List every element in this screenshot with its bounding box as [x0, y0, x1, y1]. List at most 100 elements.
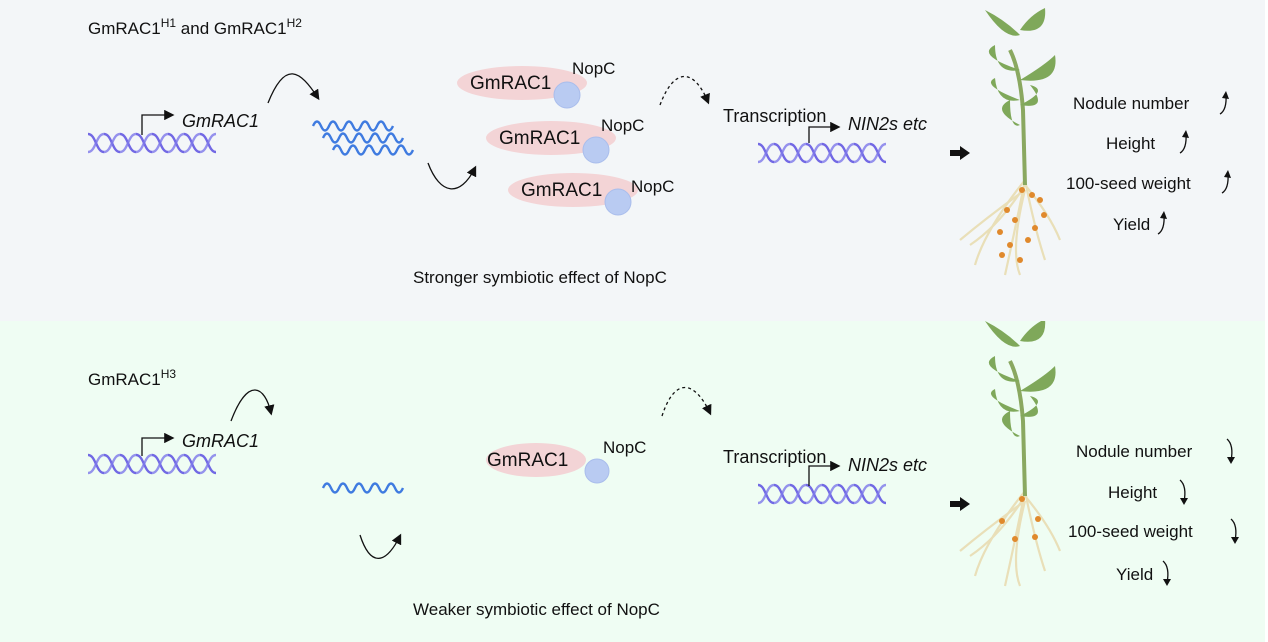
target-gene-label: NIN2s etc	[848, 455, 928, 475]
top-diagram-graphics	[87, 8, 1231, 276]
title-sup-h3: H3	[160, 367, 177, 381]
panel-title-h1-h2: GmRAC1H1 and GmRAC1H2	[88, 17, 302, 38]
trait-label: Height	[1106, 134, 1156, 153]
trait-label: Yield	[1116, 565, 1154, 584]
nodule	[1032, 534, 1038, 540]
nodule	[1041, 212, 1047, 218]
nodule	[1032, 225, 1038, 231]
trait-arrows-down	[1162, 438, 1239, 586]
nodule	[1012, 217, 1018, 223]
title-and-gene: and GmRAC1	[176, 19, 287, 38]
soybean-plant-stunted	[959, 321, 1062, 587]
arrowhead-icon	[1160, 211, 1167, 219]
block-arrow-right	[950, 146, 970, 160]
partner-label: NopC	[572, 59, 616, 78]
nodule	[1025, 237, 1031, 243]
arrowhead-icon	[1227, 457, 1235, 464]
mrna-strand	[311, 120, 395, 132]
leaf	[1020, 366, 1056, 392]
nodule	[999, 518, 1005, 524]
nodule	[1012, 536, 1018, 542]
nodule	[997, 229, 1003, 235]
activation-arrow-dashed	[661, 386, 712, 417]
leaf	[1020, 321, 1046, 342]
title-sup-h1: H1	[160, 16, 177, 30]
trait-label: Nodule number	[1073, 94, 1190, 113]
translation-arrow	[359, 533, 402, 560]
transcription-arrow	[267, 73, 320, 104]
root	[1024, 495, 1062, 552]
arrowhead-icon	[1182, 130, 1189, 138]
trait-label: Nodule number	[1076, 442, 1193, 461]
effect-caption: Weaker symbiotic effect of NopC	[413, 600, 660, 619]
mrna-strand	[321, 482, 405, 494]
protein-complex	[508, 173, 638, 216]
protein-label: GmRAC1	[521, 180, 603, 201]
leaf	[1020, 55, 1056, 81]
protein-complex	[486, 443, 610, 484]
trait-label: 100-seed weight	[1068, 522, 1193, 541]
mrna-single	[321, 482, 405, 494]
trait-label: Yield	[1113, 215, 1151, 234]
leaf	[1002, 411, 1020, 437]
dna-helix-gene	[87, 453, 217, 475]
title-gene: GmRAC1	[88, 19, 161, 38]
panel-haplotypes-h1-h2: GmRAC1H1 and GmRAC1H2	[0, 0, 1265, 321]
nodule	[1019, 496, 1025, 502]
activation-arrow-dashed	[659, 75, 710, 106]
transcription-label: Transcription	[723, 447, 827, 467]
target-gene-label: NIN2s etc	[848, 114, 928, 134]
mrna-strand	[321, 132, 405, 144]
leaf	[988, 45, 1020, 71]
trait-arrows-up	[1157, 91, 1231, 235]
nodule	[1004, 207, 1010, 213]
protein-label: GmRAC1	[470, 73, 552, 94]
arrowhead-icon	[1163, 579, 1171, 586]
leaf	[1020, 85, 1038, 106]
soybean-plant-healthy	[959, 8, 1062, 276]
transcription-label: Transcription	[723, 106, 827, 126]
nodule	[1017, 257, 1023, 263]
protein-complex	[486, 121, 616, 164]
panel-title-h3: GmRAC1H3	[88, 368, 176, 389]
dna-helix-target	[757, 483, 887, 505]
leaf	[1020, 8, 1046, 31]
nodule	[1007, 242, 1013, 248]
stem	[1008, 49, 1027, 186]
partner-label: NopC	[631, 177, 675, 196]
protein-complex	[457, 66, 587, 109]
title-gene: GmRAC1	[88, 370, 161, 389]
promoter-arrow-target	[808, 460, 841, 486]
gene-label: GmRAC1	[182, 431, 260, 451]
leaf	[988, 356, 1020, 382]
leaf	[990, 389, 1020, 412]
leaf	[985, 321, 1020, 347]
root	[959, 189, 1026, 241]
effect-caption: Stronger symbiotic effect of NopC	[413, 268, 667, 287]
root	[1023, 490, 1047, 572]
mrna-copies	[311, 120, 415, 156]
root	[959, 500, 1026, 552]
nodule	[1035, 516, 1041, 522]
leaf	[985, 10, 1020, 36]
transcription-arrow	[230, 389, 275, 422]
arrowhead-icon	[1222, 91, 1229, 99]
protein-label: GmRAC1	[487, 450, 569, 471]
gene-label: GmRAC1	[182, 111, 260, 131]
title-sup-h2: H2	[286, 16, 302, 30]
leaf	[1002, 100, 1020, 126]
root	[1014, 189, 1027, 276]
arrowhead-icon	[1180, 498, 1188, 505]
arrowhead-icon	[1224, 170, 1231, 178]
dna-helix-gene	[87, 132, 217, 154]
nodule	[1019, 187, 1025, 193]
leaf	[1020, 396, 1038, 417]
arrowhead-icon	[1231, 537, 1239, 544]
nodule	[1029, 192, 1035, 198]
nodule	[1037, 197, 1043, 203]
partner-label: NopC	[601, 116, 645, 135]
root	[1014, 500, 1027, 587]
promoter-arrow	[141, 109, 175, 135]
promoter-arrow	[141, 432, 175, 456]
promoter-arrow-target	[808, 121, 841, 143]
